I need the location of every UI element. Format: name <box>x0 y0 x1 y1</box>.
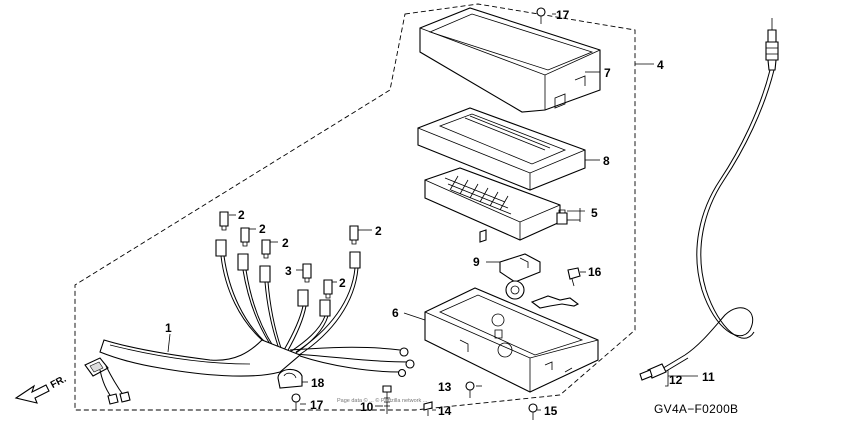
callout-8[interactable]: 8 <box>603 154 610 168</box>
drawing-code: GV4A−F0200B <box>654 402 738 416</box>
bulb-2d[interactable] <box>349 225 359 245</box>
callout-18[interactable]: 18 <box>311 376 325 390</box>
callout-4[interactable]: 4 <box>657 58 664 72</box>
callout-9[interactable]: 9 <box>473 255 480 269</box>
callout-14[interactable]: 14 <box>438 404 452 418</box>
bulb-2c[interactable] <box>261 239 271 259</box>
callout-12[interactable]: 12 <box>669 373 683 387</box>
callout-5[interactable]: 5 <box>591 206 598 220</box>
screw-17-bottom[interactable] <box>291 393 301 410</box>
bracket-part[interactable] <box>530 295 580 309</box>
copyright-watermark: Page data © ... © Partzilla network ... <box>337 397 428 404</box>
assembly-outline <box>74 3 636 411</box>
callouts: 17 7 4 8 5 9 16 6 2 2 2 2 3 2 1 18 17 10… <box>165 8 715 418</box>
front-direction-label: FR. <box>49 374 69 391</box>
screw-part-14[interactable] <box>423 401 433 416</box>
upper-cover-part[interactable] <box>419 7 601 113</box>
bolt-part-10[interactable] <box>382 385 392 414</box>
screw-17-top[interactable] <box>536 7 546 24</box>
front-direction-arrow-icon: FR. <box>14 374 69 404</box>
clamp-part-18[interactable] <box>277 368 303 389</box>
indicator-bulb-5[interactable] <box>556 209 568 225</box>
callout-2b[interactable]: 2 <box>259 222 266 236</box>
callout-15[interactable]: 15 <box>544 404 558 418</box>
bulb-3[interactable] <box>302 263 312 283</box>
callout-6[interactable]: 6 <box>392 306 399 320</box>
callout-10[interactable]: 10 <box>360 400 374 414</box>
grommet-part-16[interactable] <box>567 267 581 287</box>
callout-11[interactable]: 11 <box>702 370 715 384</box>
callout-17b[interactable]: 17 <box>310 398 324 412</box>
speedometer-cable-part[interactable] <box>639 18 779 381</box>
screw-part-13[interactable] <box>465 381 475 398</box>
bulb-2b[interactable] <box>240 227 250 247</box>
callout-7[interactable]: 7 <box>604 66 611 80</box>
bulbs-group <box>219 211 359 299</box>
callout-2a[interactable]: 2 <box>238 208 245 222</box>
callout-2c[interactable]: 2 <box>282 236 289 250</box>
callout-13[interactable]: 13 <box>438 380 452 394</box>
leader-lines <box>167 13 698 411</box>
callout-3[interactable]: 3 <box>285 264 292 278</box>
callout-16[interactable]: 16 <box>588 265 602 279</box>
callout-1[interactable]: 1 <box>165 321 172 335</box>
meter-case-part[interactable] <box>424 287 599 393</box>
screw-part-15[interactable] <box>528 403 538 420</box>
wire-harness-part[interactable] <box>84 239 415 405</box>
callout-2d[interactable]: 2 <box>375 224 382 238</box>
callout-17a[interactable]: 17 <box>556 8 570 22</box>
meter-panel-part[interactable] <box>424 167 561 243</box>
socket-plate-part[interactable] <box>499 253 541 300</box>
callout-2e[interactable]: 2 <box>339 276 346 290</box>
lens-frame-part[interactable] <box>417 107 586 191</box>
bulb-2a[interactable] <box>219 211 229 231</box>
bulb-2e[interactable] <box>323 279 333 299</box>
